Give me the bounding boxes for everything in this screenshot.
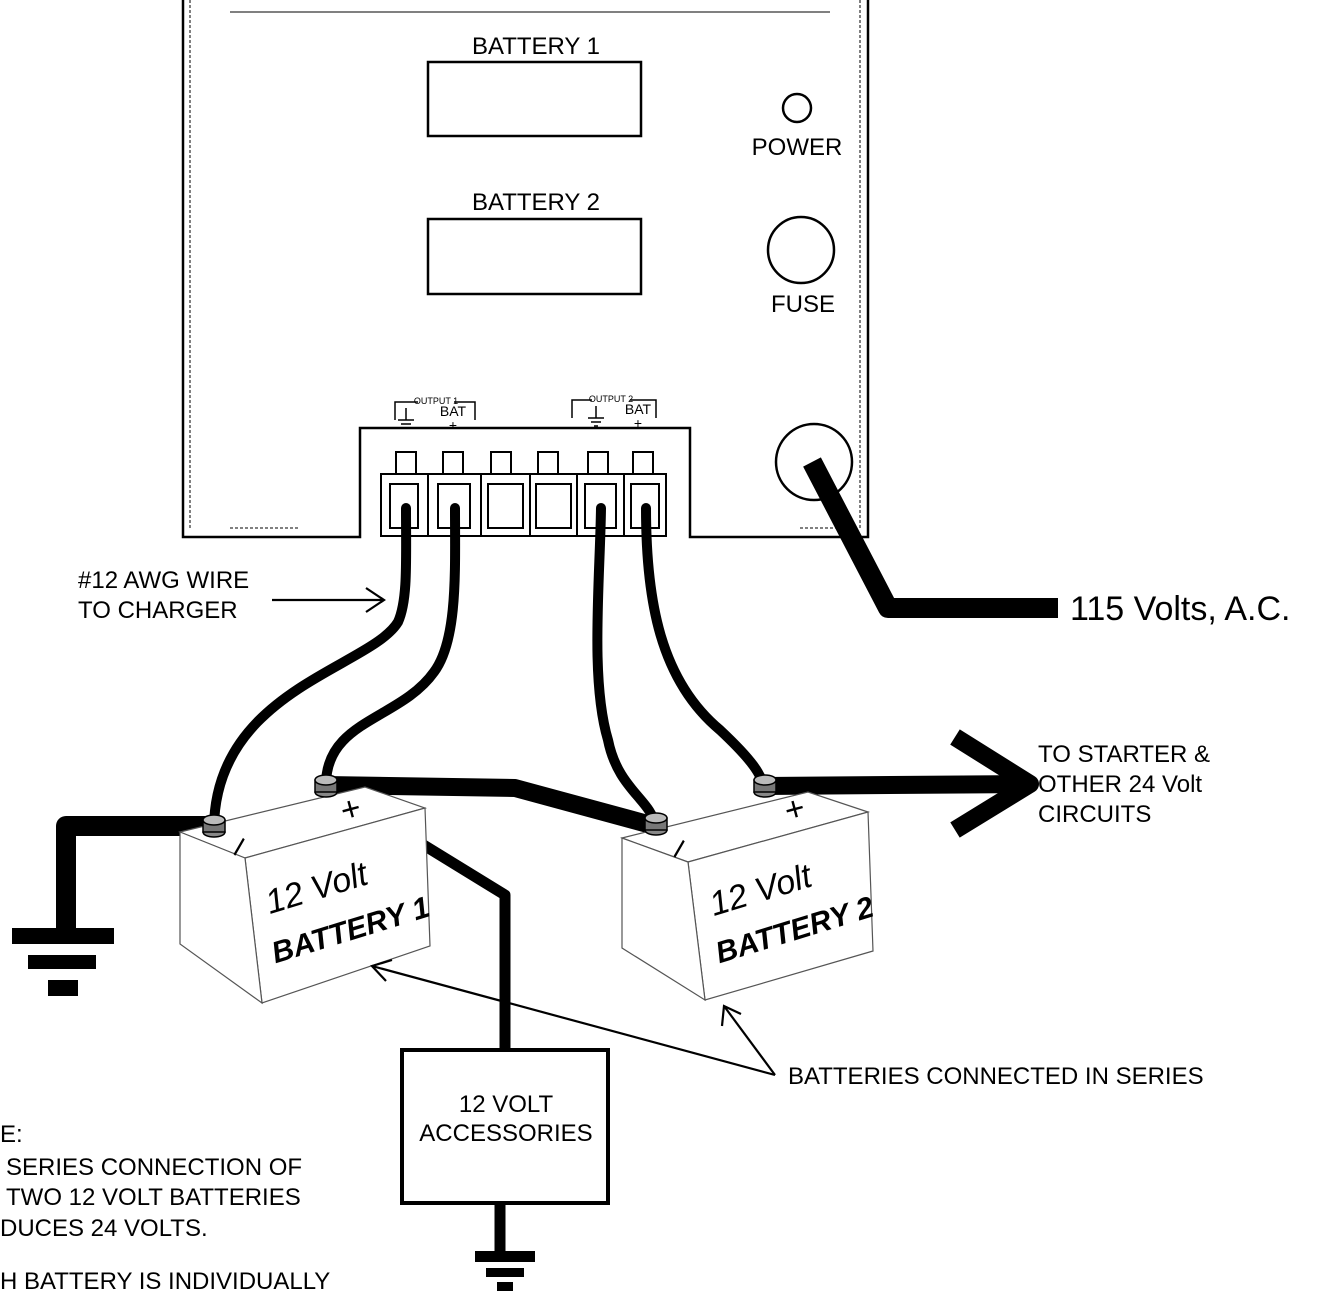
terminal-block	[380, 451, 667, 537]
battery1-side-face	[179, 831, 263, 1005]
wire-note-line2: TO CHARGER	[78, 597, 238, 624]
accessories-ground-icon	[475, 1251, 535, 1291]
chassis-ground-icon	[12, 928, 114, 996]
starter-note-line3: CIRCUITS	[1038, 801, 1151, 828]
note-line1: E:	[0, 1121, 23, 1148]
charger-unit: BATTERY 1 BATTERY 2 POWER FUSE OUTPUT 1 …	[181, 0, 870, 539]
battery2-display	[426, 217, 643, 296]
wire-callout-arrow-icon	[365, 587, 386, 613]
battery1-ground-cable	[56, 816, 214, 935]
output2-bat-wire	[641, 503, 769, 793]
note-line2: SERIES CONNECTION OF	[6, 1154, 302, 1181]
fuse-holder-icon	[766, 215, 836, 285]
output2-ground-wire	[592, 503, 660, 831]
battery1-callout-arrow-icon	[369, 958, 393, 982]
ac-cord-grommet	[774, 422, 854, 502]
output2-bat-label: BAT	[625, 401, 652, 417]
output1-label: OUTPUT 1	[414, 396, 458, 406]
power-indicator-icon	[781, 92, 813, 124]
charger-wires	[209, 503, 769, 833]
battery2-display-label: BATTERY 2	[472, 189, 600, 216]
battery2: – + 12 Volt BATTERY 2	[619, 774, 878, 1002]
series-note-label: BATTERIES CONNECTED IN SERIES	[788, 1063, 1204, 1090]
battery1-display	[426, 60, 643, 138]
accessories-voltage-label: 12 VOLT	[459, 1091, 554, 1118]
accessories-box	[400, 1048, 610, 1205]
starter-cable	[763, 775, 1031, 795]
starter-note-line2: OTHER 24 Volt	[1038, 771, 1202, 798]
ac-power-cord	[803, 457, 1058, 618]
output1-bracket: OUTPUT 1 BAT +	[394, 396, 476, 433]
note-block: E: SERIES CONNECTION OF TWO 12 VOLT BATT…	[0, 1121, 330, 1291]
starter-note-line1: TO STARTER &	[1038, 741, 1210, 768]
ground-symbol-icon	[588, 406, 604, 427]
ground-symbol-icon	[398, 408, 414, 429]
note-line3: TWO 12 VOLT BATTERIES	[6, 1184, 301, 1211]
accessories-name-label: ACCESSORIES	[419, 1120, 592, 1147]
battery1-negative-terminal	[202, 814, 226, 838]
battery2-side-face	[621, 837, 706, 1002]
callout-arrows	[272, 587, 776, 1077]
battery2-callout-arrow-icon	[720, 1004, 742, 1027]
battery1-positive-terminal	[314, 774, 338, 798]
output1-bat-label: BAT	[440, 403, 467, 419]
note-line5: H BATTERY IS INDIVIDUALLY	[0, 1268, 330, 1291]
ac-input-label: 115 Volts, A.C.	[1070, 590, 1291, 628]
battery1-display-label: BATTERY 1	[472, 33, 600, 60]
battery1: – + 12 Volt BATTERY 1	[178, 774, 434, 1005]
battery2-positive-terminal	[753, 774, 777, 798]
output2-plus-label: +	[634, 415, 642, 431]
wire-note-line1: #12 AWG WIRE	[78, 567, 249, 594]
output2-bracket: OUTPUT 2 BAT +	[571, 394, 657, 431]
output1-ground-wire	[209, 503, 412, 833]
output1-plus-label: +	[449, 417, 457, 433]
series-link-cable	[325, 776, 658, 835]
output1-bat-wire	[320, 503, 461, 791]
note-line4: DUCES 24 VOLTS.	[0, 1215, 208, 1242]
output2-label: OUTPUT 2	[589, 394, 633, 404]
starter-arrow-icon	[950, 729, 1039, 838]
fuse-label: FUSE	[771, 291, 835, 318]
power-label: POWER	[752, 134, 843, 161]
battery2-negative-terminal	[644, 812, 668, 836]
charger-housing-outline	[181, 0, 870, 539]
